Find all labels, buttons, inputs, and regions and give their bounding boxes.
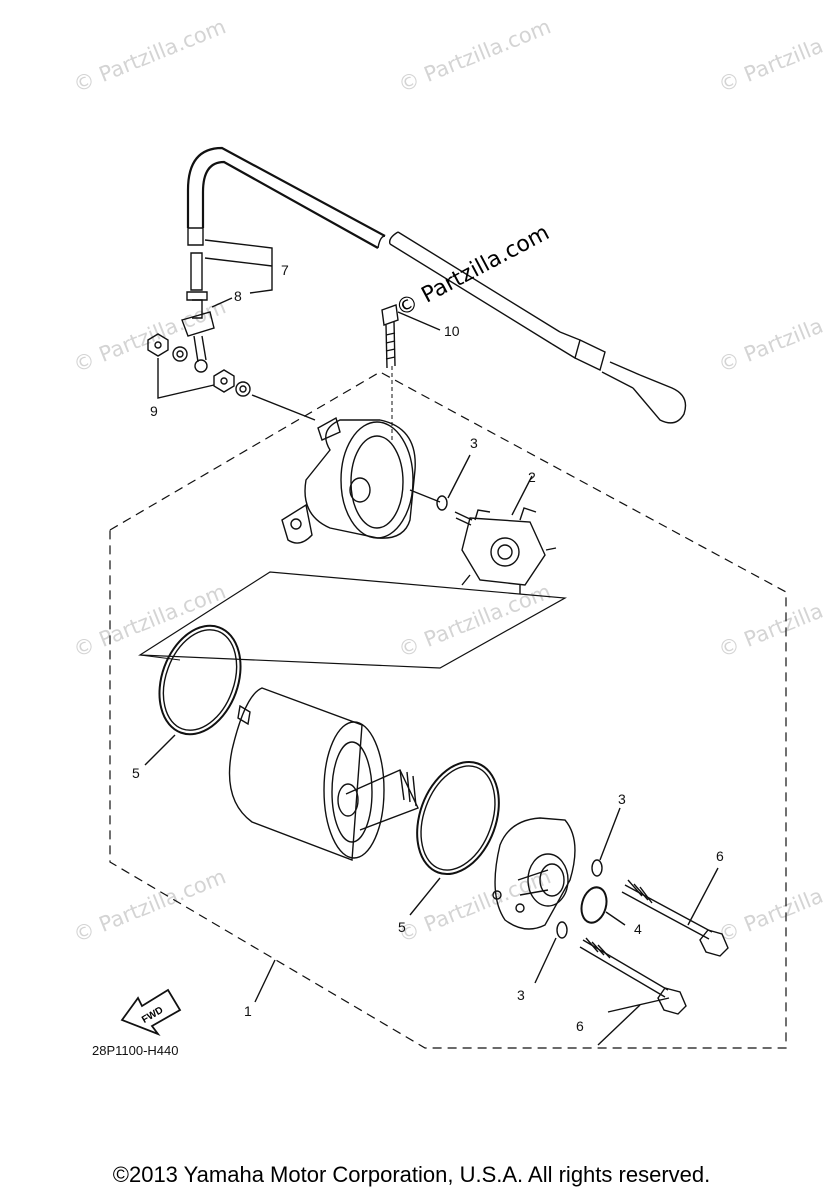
- callout-3: 3: [618, 791, 626, 807]
- callout-9: 9: [150, 403, 158, 419]
- callout-3: 3: [470, 435, 478, 451]
- brush-holder: [454, 507, 557, 594]
- callout-6: 6: [576, 1018, 584, 1034]
- gasket-ring: [158, 624, 242, 736]
- callout-8: 8: [234, 288, 242, 304]
- fwd-arrow: [120, 988, 182, 1036]
- callout-10: 10: [444, 323, 460, 339]
- callout-5: 5: [398, 919, 406, 935]
- catalog-code: 28P1100-H440: [92, 1043, 179, 1058]
- o-ring: [436, 495, 448, 511]
- callout-3: 3: [517, 987, 525, 1003]
- o-ring-4: [580, 886, 608, 924]
- copyright-notice: ©2013 Yamaha Motor Corporation, U.S.A. A…: [112, 1162, 711, 1187]
- o-ring: [591, 859, 603, 877]
- callout-5: 5: [132, 765, 140, 781]
- callout-2: 2: [528, 469, 536, 485]
- rear-cover: [281, 416, 416, 544]
- callout-1: 1: [244, 1003, 252, 1019]
- brush-frame: [138, 571, 567, 669]
- o-ring: [556, 921, 568, 939]
- starter-cable: [181, 146, 687, 424]
- through-bolt: [621, 879, 729, 957]
- motor-yoke: [228, 687, 419, 861]
- through-bolt: [579, 937, 687, 1015]
- assembly-outline: [109, 371, 787, 1049]
- callout-6: 6: [716, 848, 724, 864]
- gasket-ring: [416, 760, 500, 876]
- front-cover: [492, 817, 576, 930]
- callout-7: 7: [281, 262, 289, 278]
- nut-washer-set: [147, 333, 251, 397]
- callout-4: 4: [634, 921, 642, 937]
- bolt-10: [381, 304, 399, 369]
